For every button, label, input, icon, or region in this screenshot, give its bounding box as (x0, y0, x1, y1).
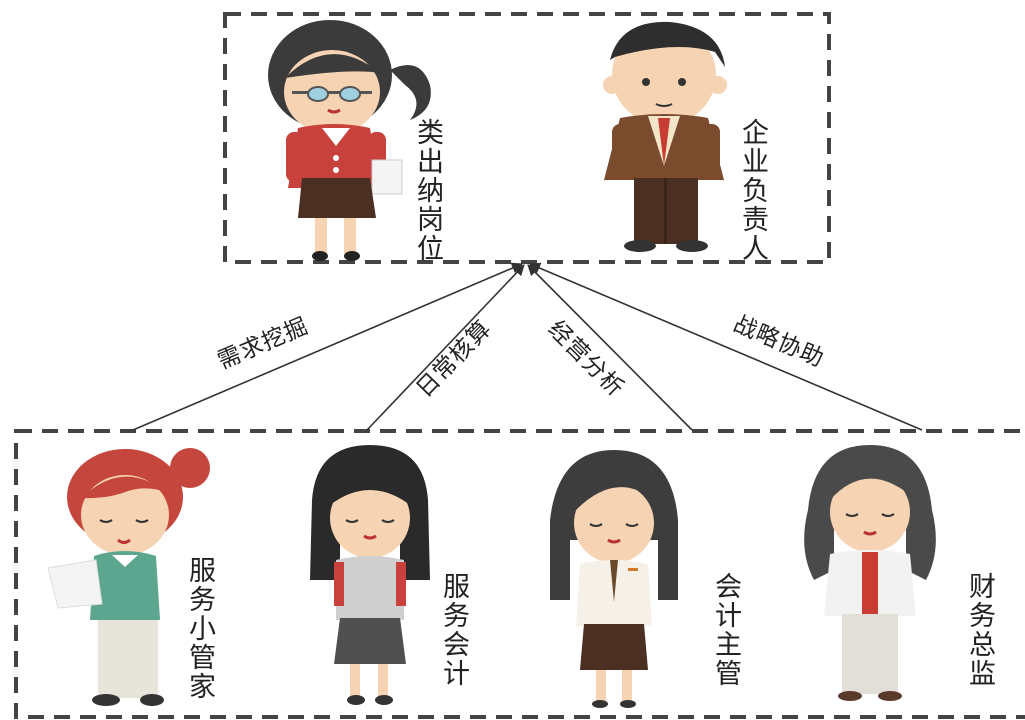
edge-arrow-2 (366, 264, 525, 431)
role-label-cashier: 类出纳岗位 (412, 118, 443, 263)
enterprise-head-figure (603, 21, 727, 252)
edge-arrow-3 (527, 264, 693, 431)
service-butler-figure (47, 448, 210, 706)
bottom-group-box (14, 429, 1025, 719)
role-label-service-accountant: 服务会计 (438, 572, 469, 688)
role-label-accounting-supervisor: 会计主管 (710, 572, 741, 688)
role-label-service-butler: 服务小管家 (184, 556, 215, 701)
cashier-figure (268, 20, 431, 261)
service-accountant-figure (310, 445, 430, 705)
edge-arrow-4 (528, 262, 923, 431)
finance-director-figure (804, 445, 936, 701)
accounting-supervisor-figure (550, 450, 678, 708)
role-label-enterprise-head: 企业负责人 (737, 118, 768, 263)
top-group-box (223, 12, 831, 264)
role-label-finance-director: 财务总监 (964, 572, 995, 688)
edge-arrow-1 (132, 262, 524, 431)
